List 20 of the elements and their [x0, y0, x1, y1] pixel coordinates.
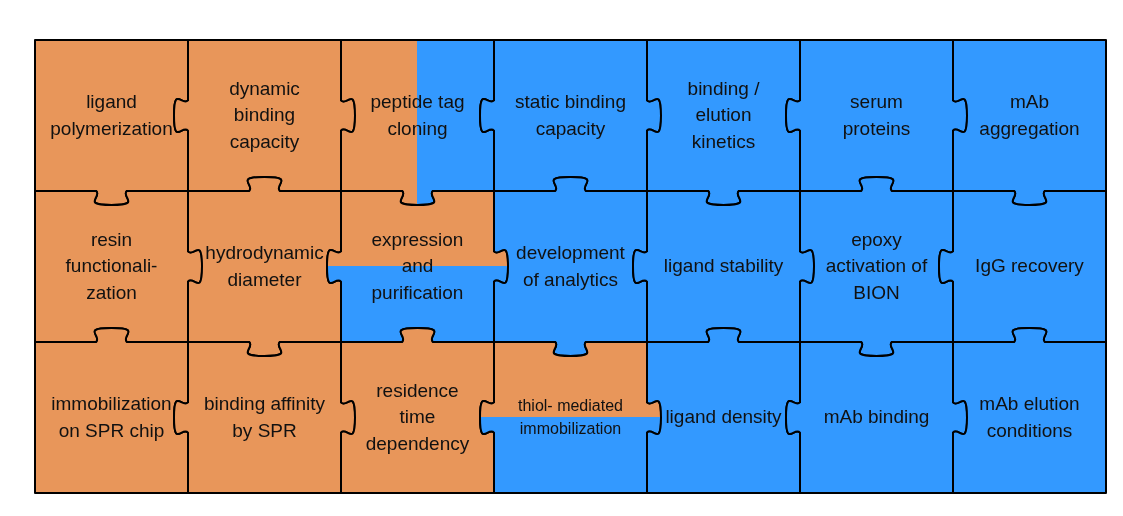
piece-label: ligand polymerization: [50, 89, 173, 141]
piece-label: expression and purification: [370, 227, 465, 305]
piece-label: IgG recovery: [975, 254, 1084, 279]
piece-label: binding / elution kinetics: [686, 76, 761, 154]
piece-label: thiol- mediated immobilization: [517, 396, 624, 439]
piece-label: dynamic binding capacity: [228, 76, 301, 154]
piece-label: ligand stability: [663, 254, 784, 279]
piece-label: ligand density: [665, 405, 782, 430]
piece-label: mAb aggregation: [978, 89, 1081, 141]
piece-label: binding affinity by SPR: [203, 391, 326, 443]
piece-label: serum proteins: [841, 89, 912, 141]
piece-label: development of analytics: [515, 240, 626, 292]
piece-label: hydrodynamic diameter: [204, 240, 325, 292]
piece-label: residence time dependency: [364, 378, 471, 456]
piece-label: mAb binding: [823, 405, 930, 430]
piece-label: resin functionali- zation: [64, 227, 159, 305]
piece-label: mAb elution conditions: [978, 391, 1081, 443]
piece-label: immobilization on SPR chip: [50, 391, 173, 443]
piece-label: epoxy activation of BION: [824, 227, 929, 305]
piece-label: static binding capacity: [514, 89, 627, 141]
